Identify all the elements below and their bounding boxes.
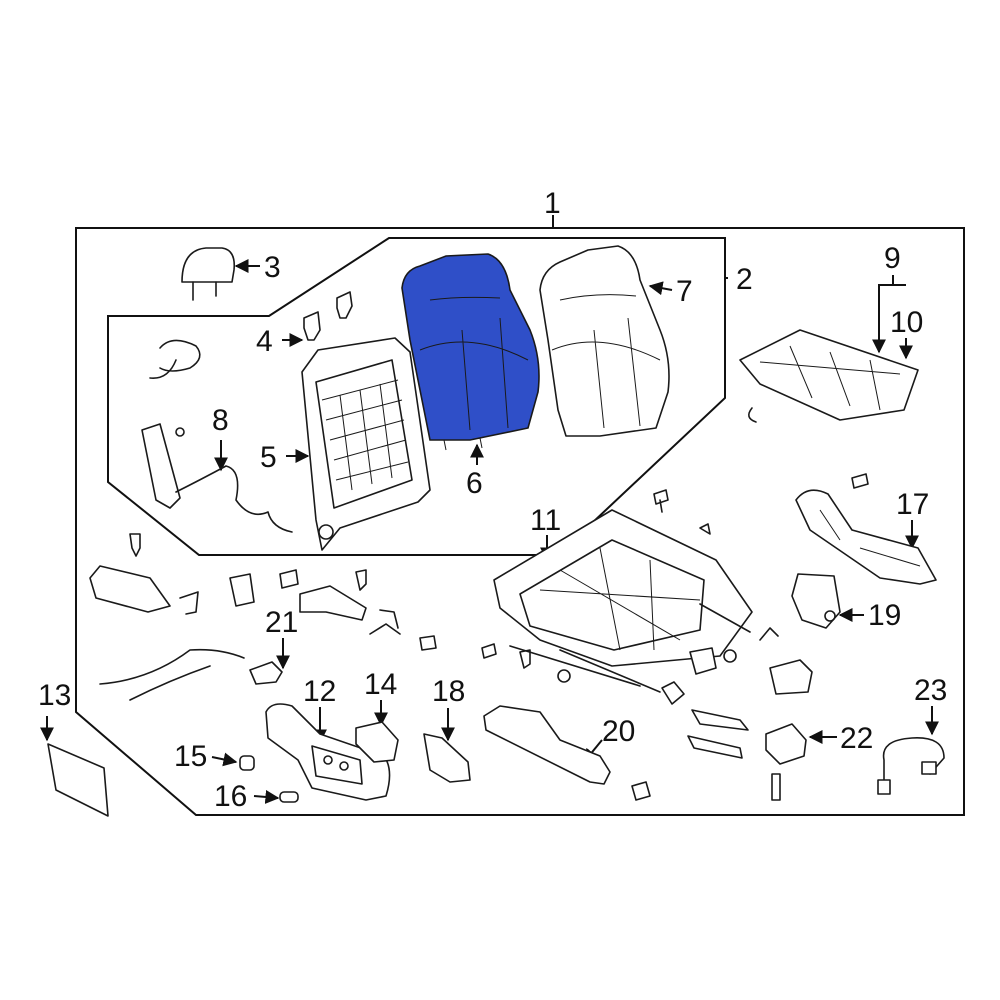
part-19-cover — [791, 573, 841, 629]
callout-19: 19 — [868, 599, 901, 632]
callout-16: 16 — [214, 780, 247, 813]
callout-10: 10 — [890, 306, 923, 339]
part-16-plug — [279, 791, 299, 803]
part-20-rail-cover — [483, 705, 611, 785]
callout-20: 20 — [602, 715, 635, 748]
part-13-cover — [47, 743, 109, 817]
callout-5: 5 — [260, 441, 277, 474]
part-11-seat-frame — [493, 509, 753, 693]
part-21-clip — [249, 661, 283, 685]
callout-8: 8 — [212, 404, 229, 437]
part-18-bracket — [423, 733, 471, 783]
callout-9: 9 — [884, 242, 901, 275]
callout-11: 11 — [530, 504, 561, 537]
part-7-seatback-cover — [539, 245, 670, 437]
callout-14: 14 — [364, 668, 397, 701]
callout-21: 21 — [265, 606, 298, 639]
callout-13: 13 — [38, 679, 71, 712]
callout-17: 17 — [896, 488, 929, 521]
callout-12: 12 — [303, 675, 336, 708]
part-8-wire-harness — [141, 339, 293, 533]
part-5-seatback-frame — [301, 337, 431, 551]
part-4-headrest-guides — [303, 291, 353, 341]
part-22-module — [765, 723, 807, 765]
part-23-harness — [877, 737, 945, 795]
part-3-headrest — [181, 247, 236, 301]
part-6-seatback-pad — [401, 253, 540, 451]
assembly-outline — [75, 227, 965, 816]
callout-4: 4 — [256, 325, 273, 358]
callout-6: 6 — [466, 467, 483, 500]
seatback-group-outline — [107, 237, 726, 556]
callout-22: 22 — [840, 722, 873, 755]
callout-labels: 1 2 3 4 5 6 7 8 9 10 11 12 13 14 15 16 1… — [38, 187, 947, 813]
misc-fasteners — [89, 473, 869, 801]
callout-2: 2 — [736, 263, 753, 296]
part-9-seat-cushion — [739, 329, 919, 423]
part-15-plug — [239, 755, 255, 771]
seatback-pad-shape — [401, 253, 540, 441]
callout-1: 1 — [544, 187, 561, 220]
callout-3: 3 — [264, 251, 281, 284]
callout-7: 7 — [676, 275, 693, 308]
part-14-bracket — [355, 721, 399, 763]
part-17-outer-trim — [795, 489, 937, 585]
callout-18: 18 — [432, 675, 465, 708]
callout-23: 23 — [914, 674, 947, 707]
callout-15: 15 — [174, 740, 207, 773]
